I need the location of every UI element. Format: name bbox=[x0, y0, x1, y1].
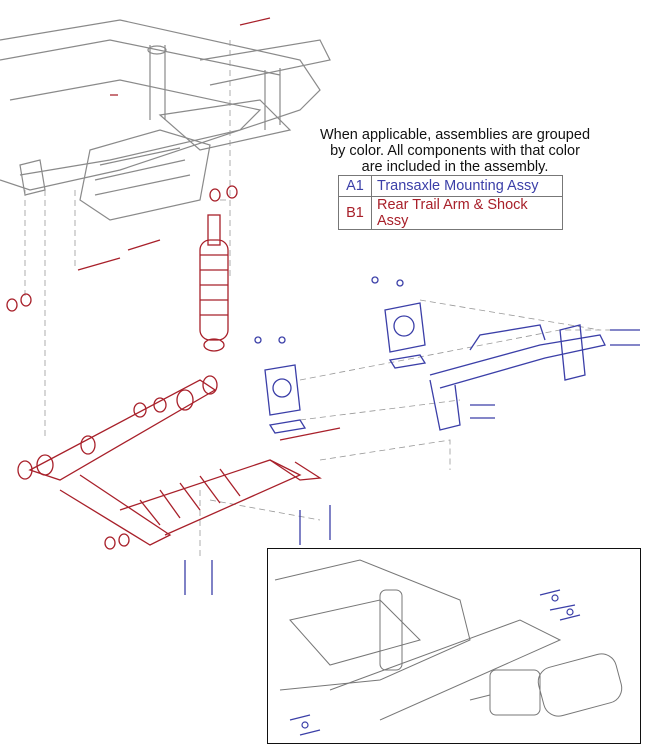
inset-detail-drawing bbox=[274, 559, 623, 721]
transaxle-mounting-assy bbox=[184, 276, 640, 595]
note-line-2: by color. All components with that color bbox=[330, 143, 580, 159]
legend-label: Rear Trail Arm & Shock Assy bbox=[371, 196, 563, 230]
inset-fasteners bbox=[289, 589, 581, 736]
legend-code: B1 bbox=[338, 196, 372, 230]
rear-trail-arm-shock-assy bbox=[6, 17, 341, 550]
assembly-color-note: When applicable, assemblies are grouped … bbox=[310, 127, 600, 175]
legend-label: Transaxle Mounting Assy bbox=[371, 175, 563, 197]
assembly-legend-table: A1 Transaxle Mounting Assy B1 Rear Trail… bbox=[338, 175, 563, 230]
inset-frame bbox=[267, 548, 641, 744]
legend-code: A1 bbox=[338, 175, 372, 197]
legend-row-a1: A1 Transaxle Mounting Assy bbox=[338, 175, 563, 197]
legend-row-b1: B1 Rear Trail Arm & Shock Assy bbox=[338, 196, 563, 230]
note-line-1: When applicable, assemblies are grouped bbox=[319, 127, 591, 143]
guide-lines bbox=[24, 40, 620, 560]
frame bbox=[0, 19, 331, 221]
note-line-3: are included in the assembly. bbox=[361, 159, 549, 175]
